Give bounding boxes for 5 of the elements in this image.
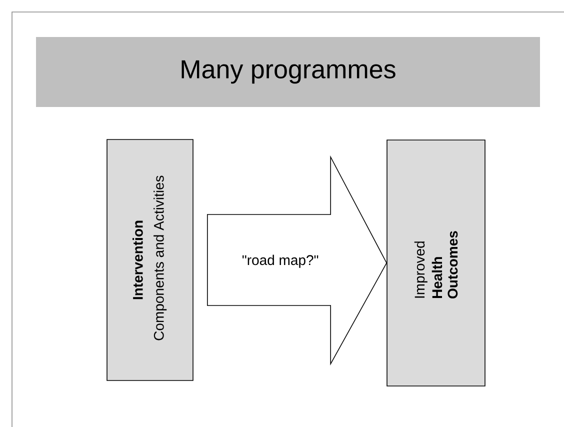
block-arrow [207, 155, 388, 366]
process-box: Intervention Components and Activities [106, 139, 194, 381]
title-band: Many programmes [36, 37, 540, 107]
process-box: Improved Health Outcomes [386, 140, 486, 386]
edge-label: "road map?" [240, 254, 320, 269]
